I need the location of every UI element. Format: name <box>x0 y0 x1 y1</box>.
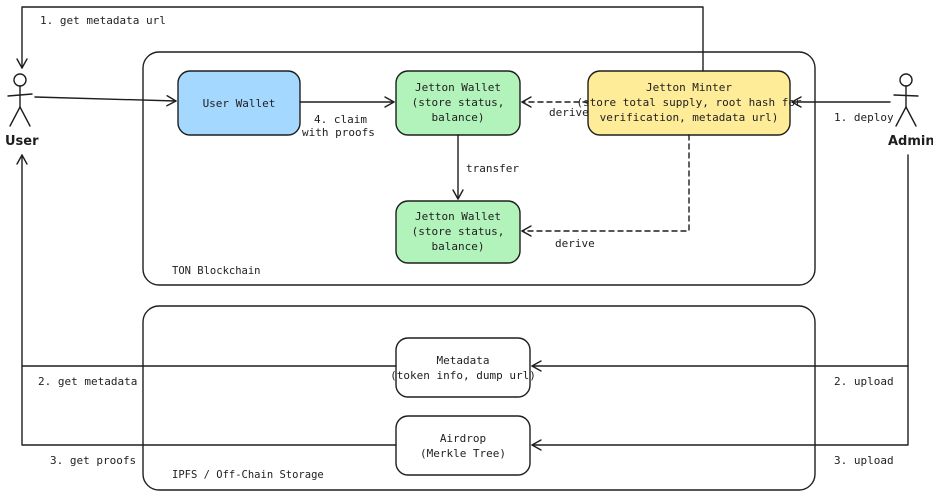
airdrop-node[interactable]: Airdrop (Merkle Tree) <box>395 415 531 476</box>
ipfs-storage-region: IPFS / Off-Chain Storage <box>142 305 816 491</box>
edge-deploy-label: 1. deploy <box>834 111 894 124</box>
edge-get-metadata-label: 2. get metadata <box>38 375 137 388</box>
metadata-line-2: (token info, dump url) <box>390 369 536 382</box>
jetton-wallet-top-line-3: balance) <box>432 111 485 124</box>
edge-get-proofs-label: 3. get proofs <box>50 454 136 467</box>
jetton-wallet-top-line-1: Jetton Wallet <box>415 81 501 94</box>
edge-user-to-user-wallet <box>34 95 177 107</box>
jetton-wallet-bottom-node[interactable]: Jetton Wallet (store status, balance) <box>395 200 521 264</box>
jetton-minter-line-3: verification, metadata url) <box>600 111 779 124</box>
jetton-minter-node[interactable]: Jetton Minter (store total supply, root … <box>576 70 802 136</box>
jetton-wallet-bottom-line-3: balance) <box>432 240 485 253</box>
admin-actor[interactable]: Admin <box>888 73 933 149</box>
user-actor[interactable]: User <box>5 73 39 149</box>
ipfs-storage-label: IPFS / Off-Chain Storage <box>172 469 324 481</box>
jetton-minter-line-2: (store total supply, root hash for <box>576 96 802 109</box>
edge-claim-label-line-1: 4. claim <box>314 113 367 126</box>
admin-label: Admin <box>888 134 933 149</box>
edge-claim-with-proofs: 4. claim with proofs <box>299 96 395 139</box>
metadata-line-1: Metadata <box>437 354 490 367</box>
edge-get-metadata-url: 1. get metadata url <box>16 6 704 72</box>
edge-claim-label-line-2: with proofs <box>302 126 375 139</box>
airdrop-line-1: Airdrop <box>440 432 486 445</box>
edge-get-proofs: 3. get proofs <box>21 365 397 467</box>
edge-transfer-label: transfer <box>466 162 519 175</box>
edge-upload-airdrop-label: 3. upload <box>834 454 894 467</box>
edge-deploy: 1. deploy <box>791 96 894 124</box>
jetton-wallet-bottom-line-2: (store status, <box>412 225 505 238</box>
edge-upload-airdrop: 3. upload <box>531 365 909 467</box>
edge-transfer: transfer <box>452 134 519 200</box>
user-wallet-line-1: User Wallet <box>203 97 276 110</box>
user-stick-figure-icon <box>7 73 33 127</box>
edge-upload-metadata: 2. upload <box>531 154 909 388</box>
edge-derive-top: derive <box>521 96 589 119</box>
ton-blockchain-region: TON Blockchain <box>142 51 816 286</box>
jetton-wallet-top-line-2: (store status, <box>412 96 505 109</box>
user-wallet-node[interactable]: User Wallet <box>177 70 301 136</box>
jetton-minter-line-1: Jetton Minter <box>646 81 732 94</box>
admin-stick-figure-icon <box>893 73 919 127</box>
edge-get-metadata-url-label: 1. get metadata url <box>40 14 166 27</box>
edge-derive-bottom: derive <box>521 134 690 250</box>
metadata-node[interactable]: Metadata (token info, dump url) <box>390 337 536 398</box>
edge-derive-bottom-label: derive <box>555 237 595 250</box>
edge-derive-top-label: derive <box>549 106 589 119</box>
jetton-wallet-top-node[interactable]: Jetton Wallet (store status, balance) <box>395 70 521 136</box>
edge-upload-metadata-label: 2. upload <box>834 375 894 388</box>
jetton-wallet-bottom-line-1: Jetton Wallet <box>415 210 501 223</box>
ton-blockchain-label: TON Blockchain <box>172 265 261 277</box>
user-label: User <box>5 134 39 149</box>
airdrop-line-2: (Merkle Tree) <box>420 447 506 460</box>
